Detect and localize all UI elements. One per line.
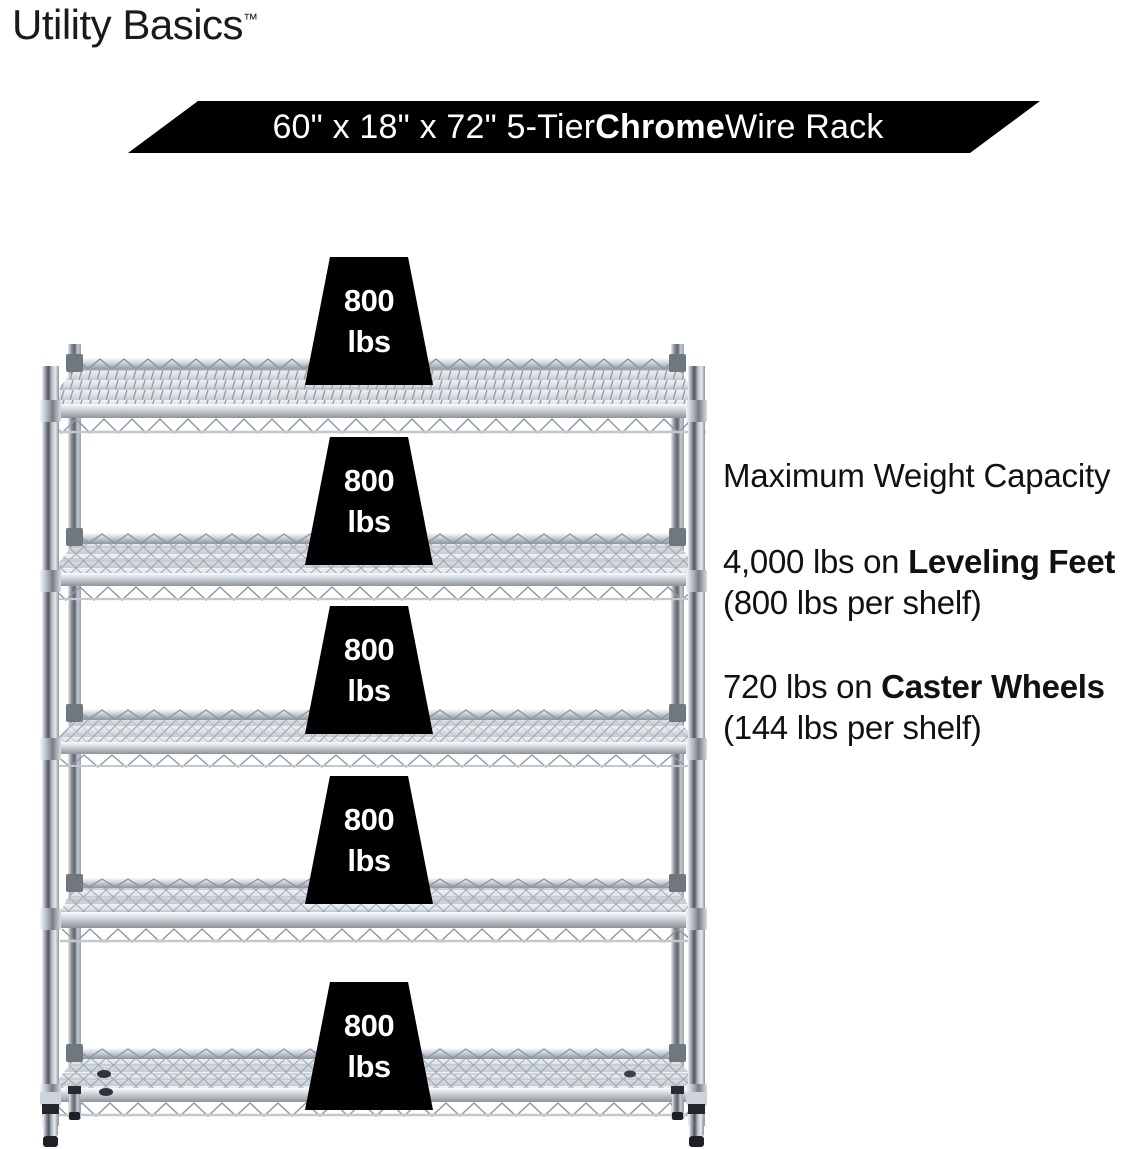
banner-parallelogram-shape	[128, 101, 1040, 153]
capacity-copy-block: Maximum Weight Capacity 4,000 lbs on Lev…	[723, 455, 1123, 749]
brand-name: Utility Basics	[12, 1, 244, 48]
badge-weight-unit: lbs	[347, 504, 391, 539]
badge-trapezoid-shape	[305, 606, 433, 734]
badge-weight-unit: lbs	[347, 843, 391, 878]
badge-text: 800 lbs	[305, 257, 433, 385]
badge-weight-value: 800	[343, 463, 395, 498]
weight-badge-tier-3: 800 lbs	[305, 606, 433, 734]
trademark-symbol: ™	[243, 11, 259, 28]
brand-logo: Utility Basics™	[12, 4, 258, 46]
badge-text: 800 lbs	[305, 776, 433, 904]
badge-weight-unit: lbs	[347, 324, 391, 359]
capacity-item-tail: (144 lbs per shelf)	[723, 709, 982, 747]
capacity-item-lead: 720 lbs on	[723, 667, 882, 705]
badge-text: 800 lbs	[305, 982, 433, 1110]
capacity-heading: Maximum Weight Capacity	[723, 457, 1111, 494]
shelf-collars	[40, 354, 707, 1106]
wire-rack-illustration	[16, 330, 716, 1149]
product-title-banner: 60" x 18" x 72" 5-Tier Chrome Wire Rack	[128, 101, 1040, 153]
weight-badge-tier-4: 800 lbs	[305, 776, 433, 904]
banner-text-before: 60" x 18" x 72" 5-Tier	[272, 108, 596, 146]
weight-badge-tier-1: 800 lbs	[305, 257, 433, 385]
badge-trapezoid-shape	[305, 437, 433, 565]
banner-text-bold: Chrome	[595, 108, 725, 146]
capacity-item-emphasis: Caster Wheels	[881, 667, 1105, 705]
badge-trapezoid-shape	[305, 257, 433, 385]
banner-label: 60" x 18" x 72" 5-Tier Chrome Wire Rack	[122, 101, 1034, 153]
badge-trapezoid-shape	[305, 982, 433, 1110]
badge-weight-value: 800	[343, 802, 395, 837]
badge-weight-value: 800	[343, 1008, 395, 1043]
weight-badge-tier-5: 800 lbs	[305, 982, 433, 1110]
capacity-item-lead: 4,000 lbs on	[723, 542, 909, 580]
badge-text: 800 lbs	[305, 606, 433, 734]
badge-weight-value: 800	[343, 283, 395, 318]
badge-text: 800 lbs	[305, 437, 433, 565]
badge-weight-value: 800	[343, 632, 395, 667]
capacity-item-emphasis: Leveling Feet	[908, 542, 1116, 580]
badge-weight-unit: lbs	[347, 673, 391, 708]
weight-badge-tier-2: 800 lbs	[305, 437, 433, 565]
badge-weight-unit: lbs	[347, 1049, 391, 1084]
badge-trapezoid-shape	[305, 776, 433, 904]
wire-rack-svg	[40, 344, 707, 1147]
leveling-feet	[40, 1086, 707, 1147]
capacity-item-caster-wheels: 720 lbs on Caster Wheels (144 lbs per sh…	[723, 666, 1123, 749]
capacity-item-leveling-feet: 4,000 lbs on Leveling Feet (800 lbs per …	[723, 541, 1123, 624]
capacity-item-tail: (800 lbs per shelf)	[723, 584, 982, 622]
banner-text-after: Wire Rack	[724, 108, 884, 146]
